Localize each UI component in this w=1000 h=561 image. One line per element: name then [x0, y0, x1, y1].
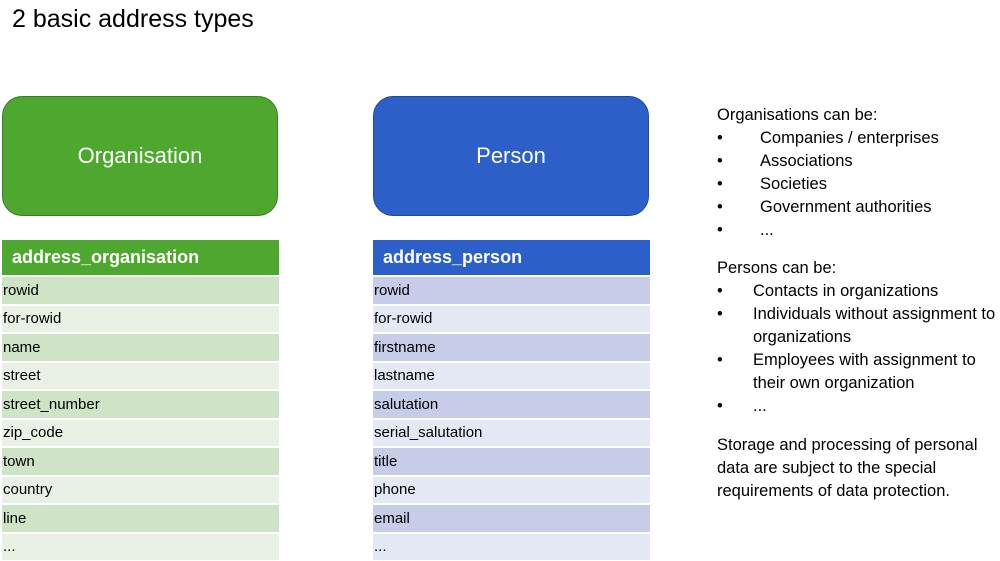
list-item-text: Societies	[760, 175, 827, 193]
bullet-icon: •	[717, 282, 723, 300]
table-row: rowid	[373, 277, 650, 304]
notes-panel: Organisations can be: • Companies / enter…	[717, 104, 999, 503]
table-row: phone	[373, 476, 650, 503]
table-row: town	[2, 448, 279, 475]
persons-list: • Contacts in organizations • Individuals …	[717, 280, 999, 418]
list-item-text: ...	[760, 221, 774, 239]
list-item-text: Individuals without assignment to organi…	[753, 305, 996, 346]
table-row: street	[2, 362, 279, 389]
list-item-text: Government authorities	[760, 198, 932, 216]
table-row: ...	[373, 533, 650, 560]
table-row: firstname	[373, 334, 650, 361]
bullet-icon: •	[717, 351, 723, 369]
organisations-list: • Companies / enterprises • Associations •…	[717, 127, 999, 242]
page-title: 2 basic address types	[12, 5, 254, 33]
organisation-entity-label: Organisation	[77, 143, 203, 168]
table-row: for-rowid	[373, 305, 650, 332]
data-protection-note: Storage and processing of personal data …	[717, 436, 978, 500]
list-item: •...	[717, 395, 999, 418]
bullet-icon: •	[717, 198, 723, 216]
bullet-icon: •	[717, 221, 723, 239]
table-row: line	[2, 505, 279, 532]
list-item: • Associations	[717, 150, 999, 173]
list-item: • Individuals without assignment to organ…	[717, 303, 999, 349]
list-item: •...	[717, 219, 999, 242]
table-row: for-rowid	[2, 305, 279, 332]
organisation-entity-box: Organisation	[2, 96, 278, 216]
persons-heading: Persons can be:	[717, 259, 837, 277]
table-row: street_number	[2, 391, 279, 418]
address-person-table-header: address_person	[373, 240, 650, 275]
organisations-heading: Organisations can be:	[717, 106, 878, 124]
table-row: title	[373, 448, 650, 475]
person-entity-label: Person	[476, 143, 546, 168]
list-item: • Employees with assignment to their own …	[717, 349, 999, 395]
table-row: lastname	[373, 362, 650, 389]
list-item-text: Contacts in organizations	[753, 282, 939, 300]
table-row: email	[373, 505, 650, 532]
list-item-text: Employees with assignment to their own o…	[753, 351, 976, 392]
address-person-fields: rowid for-rowid firstname lastname salut…	[373, 277, 650, 560]
bullet-icon: •	[717, 129, 723, 147]
address-organisation-table-header: address_organisation	[2, 240, 279, 275]
address-organisation-fields: rowid for-rowid name street street_numbe…	[2, 277, 279, 560]
address-organisation-table: address_organisation rowid for-rowid nam…	[2, 240, 279, 560]
list-item: • Contacts in organizations	[717, 280, 999, 303]
list-item: • Government authorities	[717, 196, 999, 219]
list-item-text: Associations	[760, 152, 853, 170]
list-item: • Societies	[717, 173, 999, 196]
bullet-icon: •	[717, 152, 723, 170]
table-row: ...	[2, 533, 279, 560]
table-row: rowid	[2, 277, 279, 304]
bullet-icon: •	[717, 175, 723, 193]
list-item-text: ...	[753, 397, 767, 415]
table-row: country	[2, 476, 279, 503]
table-row: name	[2, 334, 279, 361]
bullet-icon: •	[717, 305, 723, 323]
person-entity-box: Person	[373, 96, 649, 216]
table-row: salutation	[373, 391, 650, 418]
table-row: serial_salutation	[373, 419, 650, 446]
bullet-icon: •	[717, 397, 723, 415]
list-item: • Companies / enterprises	[717, 127, 999, 150]
list-item-text: Companies / enterprises	[760, 129, 939, 147]
table-row: zip_code	[2, 419, 279, 446]
address-person-table: address_person rowid for-rowid firstname…	[373, 240, 650, 560]
